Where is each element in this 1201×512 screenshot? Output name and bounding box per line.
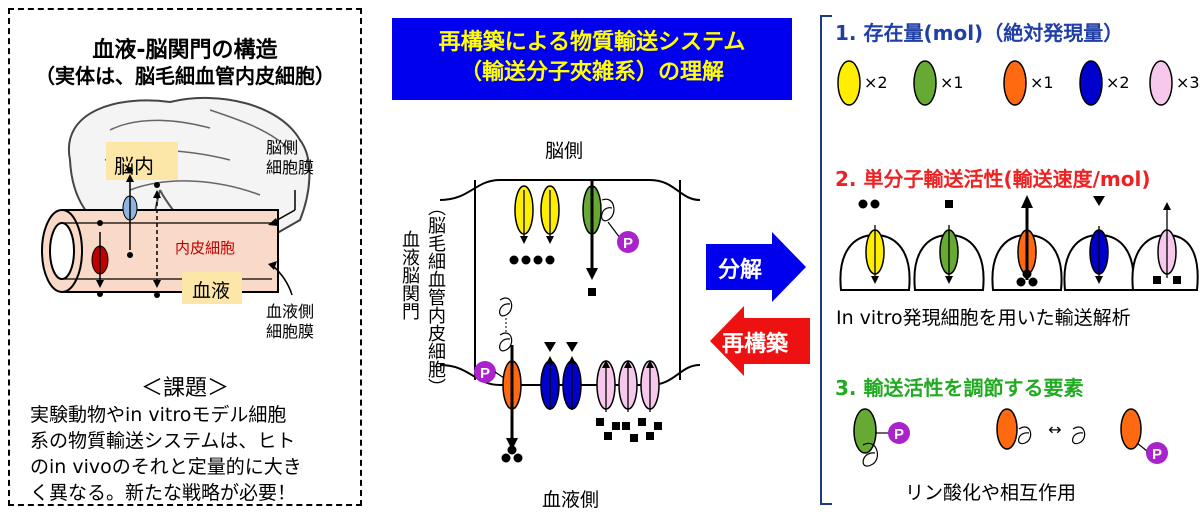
center-cell-diagram: P P (440, 179, 700, 463)
svg-text:P: P (623, 235, 633, 252)
decompose-arrow (706, 232, 806, 302)
decompose-label: 分解 (718, 258, 763, 283)
bottom-phospho (474, 361, 496, 383)
reconstruct-label: 再構築 (722, 332, 789, 357)
blood-side-label: 血液側 (542, 489, 600, 511)
bbb-structure-subtitle: （実体は、脳毛細血管内皮細胞） (35, 64, 335, 88)
count-pink: ×3 (1176, 73, 1200, 92)
count-blue: ×2 (1106, 73, 1130, 92)
label-brain-interior: 脳内 (114, 154, 154, 178)
left-panel: 血液-脳関門の構造 （実体は、脳毛細血管内皮細胞） (8, 8, 362, 506)
issue-heading: ＜課題＞ (140, 376, 229, 401)
count-green: ×1 (940, 73, 964, 92)
svg-text:↔: ↔ (1048, 420, 1061, 439)
svg-text:P: P (894, 426, 904, 443)
section3-title: 3. 輸送活性を調節する要素 (835, 376, 1084, 400)
section1-title: 1. 存在量(mol)（絶対発現量） (835, 21, 1124, 45)
regulation-icons: P ↔ P (853, 408, 1168, 467)
section3-caption: リン酸化や相互作用 (905, 482, 1077, 504)
top-phospho (617, 231, 639, 253)
count-yellow: ×2 (864, 73, 888, 92)
count-orange: ×1 (1030, 73, 1054, 92)
bbb-structure-title: 血液-脳関門の構造 (92, 38, 278, 63)
vertical-sublabel-endothelial: （脳毛細血管内皮細胞） (425, 198, 446, 396)
section2-caption: In vitro発現細胞を用いた輸送解析 (836, 307, 1131, 329)
svg-text:P: P (480, 365, 490, 382)
vertical-label-bbb: 血液脳関門 (399, 230, 420, 320)
reconstruct-arrow (710, 306, 810, 376)
bbb-illustration (41, 96, 311, 304)
label-blood: 血液 (192, 280, 231, 302)
center-title: 再構築による物質輸送システム （輸送分子夾雑系）の理解 (392, 18, 792, 100)
issue-text: 実験動物やin vitroモデル細胞 系の物質輸送システムは、ヒト のin vi… (30, 404, 302, 504)
abundance-row (837, 60, 1173, 106)
section2-title: 2. 単分子輸送活性(輸送速度/mol) (835, 167, 1151, 191)
label-blood-side-membrane: 血液側 細胞膜 (266, 302, 315, 341)
right-bracket (820, 15, 832, 505)
label-endothelial: 内皮細胞 (175, 239, 236, 257)
brain-side-label: 脳側 (545, 140, 584, 162)
label-brain-side-membrane: 脳側 細胞膜 (266, 138, 315, 177)
svg-text:P: P (1152, 446, 1162, 463)
single-molecule-cells (839, 195, 1199, 291)
